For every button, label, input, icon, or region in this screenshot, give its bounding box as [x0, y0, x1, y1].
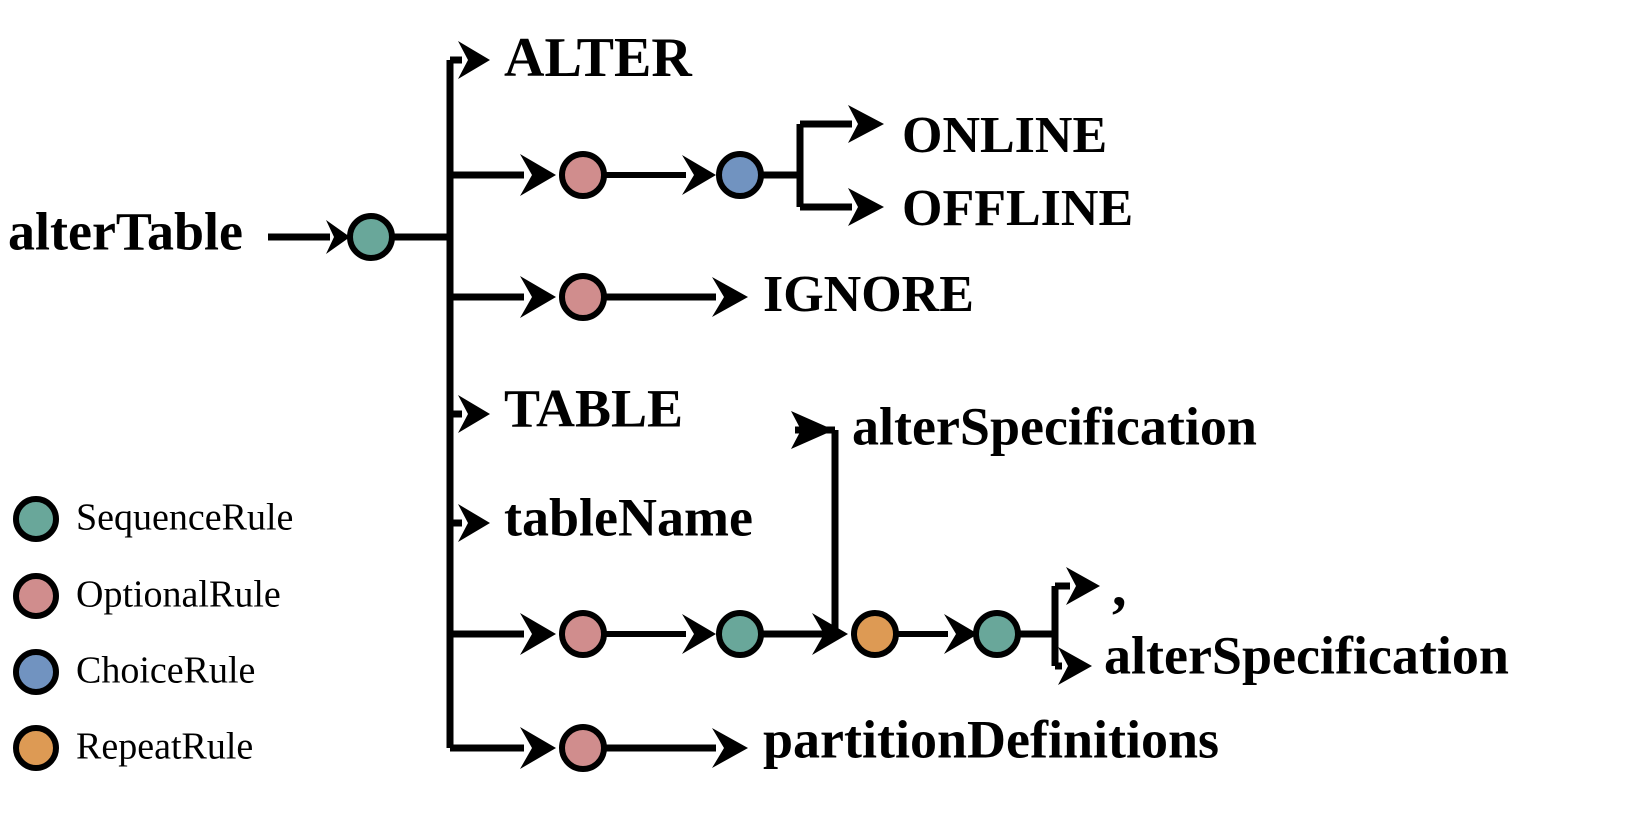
edge-optional-to-sequence — [606, 614, 716, 654]
label-table-name: tableName — [504, 487, 753, 547]
label-alter-table-root: alterTable — [8, 201, 243, 261]
node-optional-rule-ignore[interactable] — [559, 273, 607, 321]
legend-item-optional-rule[interactable]: OptionalRule — [13, 573, 281, 619]
label-alter-specification-top: alterSpecification — [852, 396, 1257, 456]
label-alter: ALTER — [504, 27, 692, 89]
node-optional-rule-partitiondefinitions[interactable] — [559, 724, 607, 772]
legend-label-choice-rule: ChoiceRule — [76, 650, 255, 692]
legend-swatch-repeat-rule — [13, 725, 59, 771]
edge-branch-optional-partition — [450, 727, 556, 769]
node-optional-rule-online[interactable] — [559, 151, 607, 199]
node-sequence-rule-alterspecification[interactable] — [716, 610, 764, 658]
legend-swatch-choice-rule — [13, 649, 59, 695]
label-comma: , — [1112, 553, 1127, 618]
edge-branch-table — [450, 395, 490, 433]
edge-branch-optional-online — [450, 154, 556, 196]
edge-branch-alter — [450, 41, 490, 79]
legend-item-choice-rule[interactable]: ChoiceRule — [13, 649, 255, 695]
legend-label-sequence-rule: SequenceRule — [76, 497, 293, 539]
legend-swatch-sequence-rule — [13, 496, 59, 542]
edge-branch-optional-ignore — [450, 276, 556, 318]
node-sequence-rule-comma[interactable] — [973, 610, 1021, 658]
label-alter-specification-repeat: alterSpecification — [1104, 625, 1509, 685]
edge-sequence-to-subspine — [763, 411, 848, 655]
legend-label-repeat-rule: RepeatRule — [76, 726, 253, 768]
node-root-sequence-rule[interactable] — [347, 213, 395, 261]
legend-item-repeat-rule[interactable]: RepeatRule — [13, 725, 253, 771]
node-repeat-rule-alterspecification[interactable] — [851, 610, 899, 658]
edge-optional-to-ignore — [606, 277, 748, 317]
node-optional-rule-alterspecification[interactable] — [559, 610, 607, 658]
edge-root-arrow — [268, 220, 350, 254]
edge-branch-optional-spec — [450, 613, 556, 655]
label-table: TABLE — [504, 378, 683, 438]
legend-swatch-optional-rule — [13, 573, 59, 619]
edge-optional-to-partition — [606, 728, 748, 768]
label-offline: OFFLINE — [902, 180, 1133, 237]
legend: SequenceRule OptionalRule ChoiceRule Rep… — [13, 496, 293, 771]
legend-item-sequence-rule[interactable]: SequenceRule — [13, 496, 293, 542]
edge-repeat-to-sequence — [898, 614, 978, 654]
label-ignore: IGNORE — [763, 266, 974, 323]
label-online: ONLINE — [902, 107, 1107, 164]
legend-label-optional-rule: OptionalRule — [76, 574, 281, 616]
edge-final-split — [1020, 567, 1100, 685]
node-choice-rule-online-offline[interactable] — [716, 151, 764, 199]
edge-optional-to-choice — [606, 155, 716, 195]
label-partition-definitions: partitionDefinitions — [763, 709, 1219, 769]
edge-choice-split — [763, 105, 884, 226]
edge-branch-tablename — [450, 504, 490, 542]
